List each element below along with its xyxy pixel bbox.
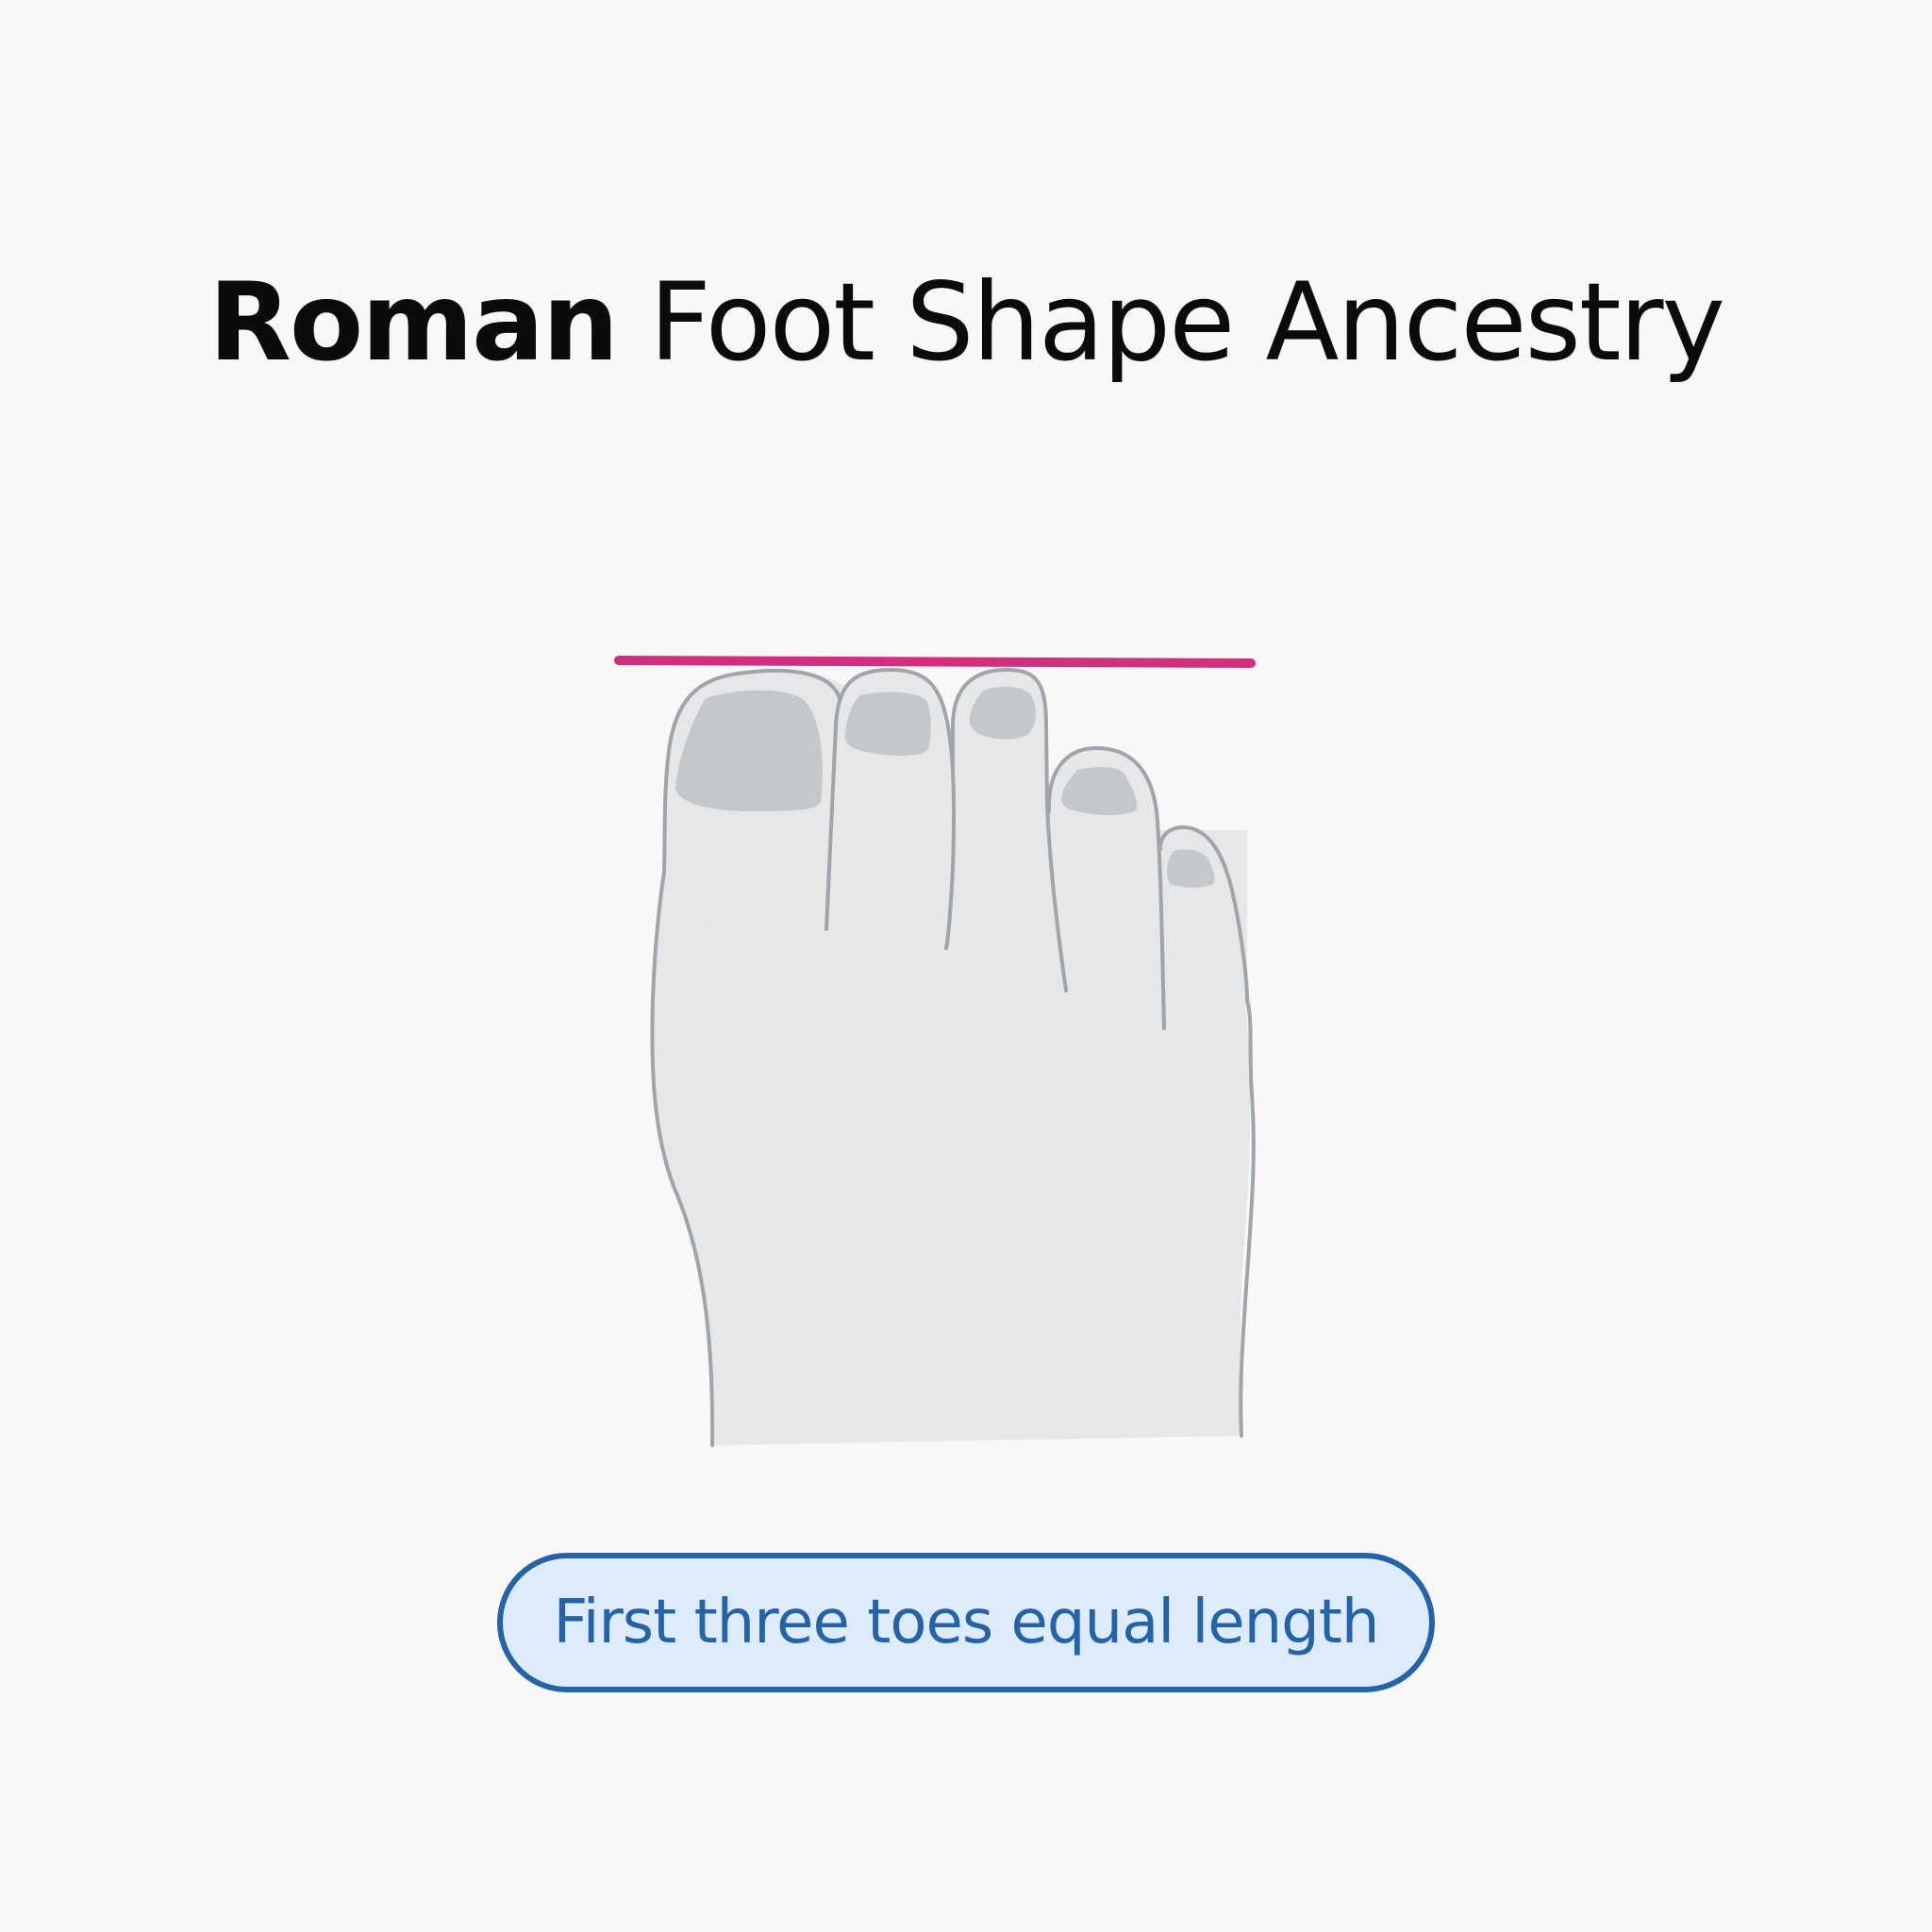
toenails <box>675 686 1215 888</box>
title-strong-word: Roman <box>208 259 619 385</box>
fourth-toe-outline <box>1046 746 1166 1030</box>
second-toe-outline <box>824 668 957 950</box>
third-toenail <box>969 686 1036 740</box>
big-toenail <box>675 690 823 811</box>
foot-outlines <box>650 668 1256 1447</box>
page-title: Roman Foot Shape Ancestry <box>0 257 1932 389</box>
third-toe-outline <box>951 668 1068 992</box>
fourth-toenail <box>1061 767 1138 815</box>
foot-left-outline <box>650 668 841 1447</box>
little-toenail <box>1167 849 1215 888</box>
foot-right-outline <box>1158 825 1256 1438</box>
third-toe <box>948 670 1066 991</box>
fourth-toe <box>1048 748 1164 1028</box>
toe-alignment-line <box>614 656 1256 668</box>
second-toenail <box>844 691 931 757</box>
caption-badge: First three toes equal length <box>497 1553 1435 1692</box>
caption-text: First three toes equal length <box>553 1588 1380 1657</box>
title-rest: Foot Shape Ancestry <box>649 259 1725 385</box>
